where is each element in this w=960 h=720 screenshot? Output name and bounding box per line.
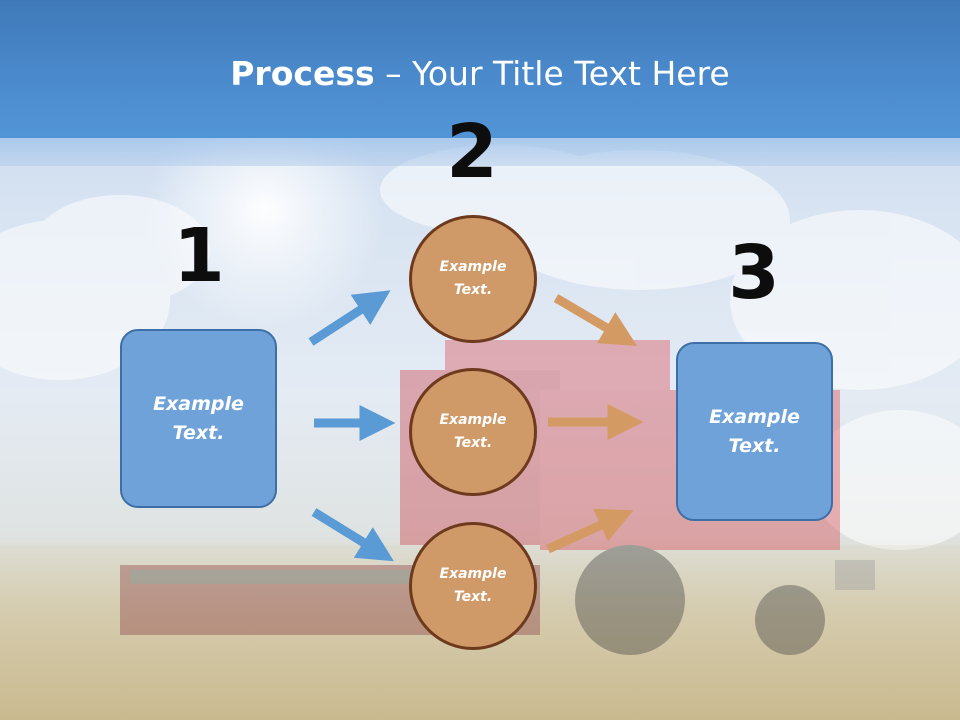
circle-top: Example Text.: [409, 215, 537, 343]
slide-title: Process – Your Title Text Here: [0, 52, 960, 96]
circle-top-text: Example Text.: [439, 259, 507, 298]
step-number-3: 3: [728, 230, 780, 316]
step-number-2: 2: [446, 109, 498, 195]
right-box: Example Text.: [676, 342, 833, 521]
clouds: [0, 145, 960, 550]
circle-bottom-text: Example Text.: [439, 566, 507, 605]
step-number-1: 1: [173, 213, 225, 299]
right-box-text: Example Text.: [709, 405, 800, 457]
left-box: Example Text.: [120, 329, 277, 508]
arrow-bottom-to-right: [546, 508, 634, 554]
title-bar-fade: [0, 138, 960, 166]
title-bold: Process: [230, 54, 375, 93]
circle-bottom: Example Text.: [409, 522, 537, 650]
arrow-left-to-top: [308, 290, 391, 346]
circle-middle: Example Text.: [409, 368, 537, 496]
circle-middle-text: Example Text.: [439, 412, 507, 451]
left-box-text: Example Text.: [153, 392, 244, 444]
title-bar: [0, 0, 960, 138]
title-rest: – Your Title Text Here: [374, 54, 730, 93]
arrow-top-to-right: [553, 294, 638, 346]
arrow-left-to-bottom: [311, 508, 394, 562]
